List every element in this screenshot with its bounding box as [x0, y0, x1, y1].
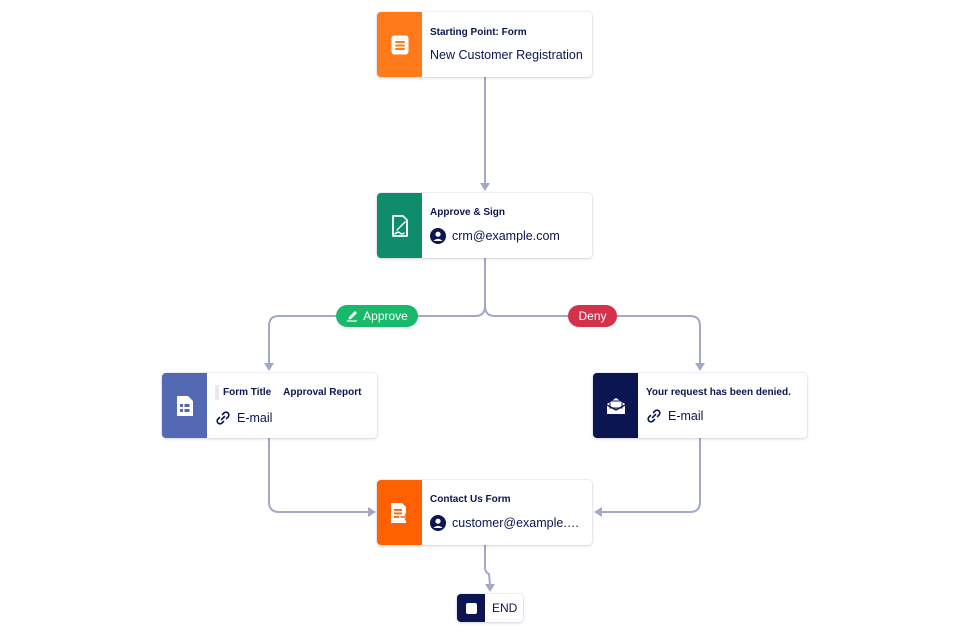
report-form-icon [176, 395, 193, 416]
check-pen-icon [347, 311, 358, 322]
report-node-detail: E-mail [215, 410, 369, 426]
report-node-icon-strip [162, 373, 207, 438]
end-node-label: END [492, 601, 518, 615]
connector-deny-email-to-contact [601, 438, 701, 513]
form-send-icon [390, 502, 409, 523]
sign-document-icon [391, 214, 408, 237]
report-node-delivery: E-mail [237, 411, 273, 425]
arrow-into-contact-left [368, 507, 376, 517]
start-node-detail: New Customer Registration [430, 48, 584, 62]
stop-square-icon [465, 602, 477, 614]
contact-node-icon-strip [377, 480, 422, 545]
approval-node-detail: crm@example.com [430, 228, 584, 244]
deny-email-node-detail: E-mail [646, 408, 799, 424]
report-node-title: Form Title Approval Report [215, 385, 369, 400]
deny-email-node-title: Your request has been denied. [646, 387, 791, 398]
link-icon [647, 409, 661, 423]
user-avatar-icon [430, 515, 446, 531]
connector-report-to-contact [268, 438, 369, 513]
deny-branch-label[interactable]: Deny [568, 305, 617, 327]
arrow-into-approval [480, 183, 490, 191]
contact-node-detail: customer@example.com [430, 515, 584, 531]
arrow-into-contact-right [594, 507, 602, 517]
contact-node-assignee: customer@example.com [452, 516, 584, 530]
start-node-form-name: New Customer Registration [430, 48, 583, 62]
start-form-node[interactable]: Starting Point: Form New Customer Regist… [377, 12, 592, 77]
contact-node-title: Contact Us Form [430, 494, 511, 505]
approval-node-title: Approve & Sign [430, 207, 506, 218]
approval-node-assignee: crm@example.com [452, 229, 560, 243]
envelope-icon [606, 397, 625, 414]
user-avatar-icon [430, 228, 446, 244]
arrow-into-report [264, 363, 274, 371]
approve-branch-text: Approve [363, 309, 408, 323]
end-node[interactable]: END [457, 594, 523, 622]
contact-us-form-node[interactable]: Contact Us Form customer@example.com [377, 480, 592, 545]
end-node-icon-strip [457, 594, 485, 622]
start-node-title: Starting Point: Form [430, 27, 527, 38]
deny-branch-text: Deny [578, 309, 607, 323]
report-node-title-value: Approval Report [283, 387, 362, 398]
approve-branch-label[interactable]: Approve [336, 305, 418, 327]
start-node-icon-strip [377, 12, 422, 77]
connector-contact-to-end [484, 545, 491, 586]
approve-sign-node[interactable]: Approve & Sign crm@example.com [377, 193, 592, 258]
report-node-title-key: Form Title [215, 385, 275, 400]
form-document-icon [391, 35, 408, 54]
arrow-into-deny-email [695, 363, 705, 371]
link-icon [216, 411, 230, 425]
deny-email-node-delivery: E-mail [668, 409, 704, 423]
approval-node-icon-strip [377, 193, 422, 258]
deny-email-node-icon-strip [593, 373, 638, 438]
approval-report-node[interactable]: Form Title Approval Report E-mail [162, 373, 377, 438]
denied-email-node[interactable]: Your request has been denied. E-mail [593, 373, 807, 438]
arrow-into-end [485, 584, 495, 592]
